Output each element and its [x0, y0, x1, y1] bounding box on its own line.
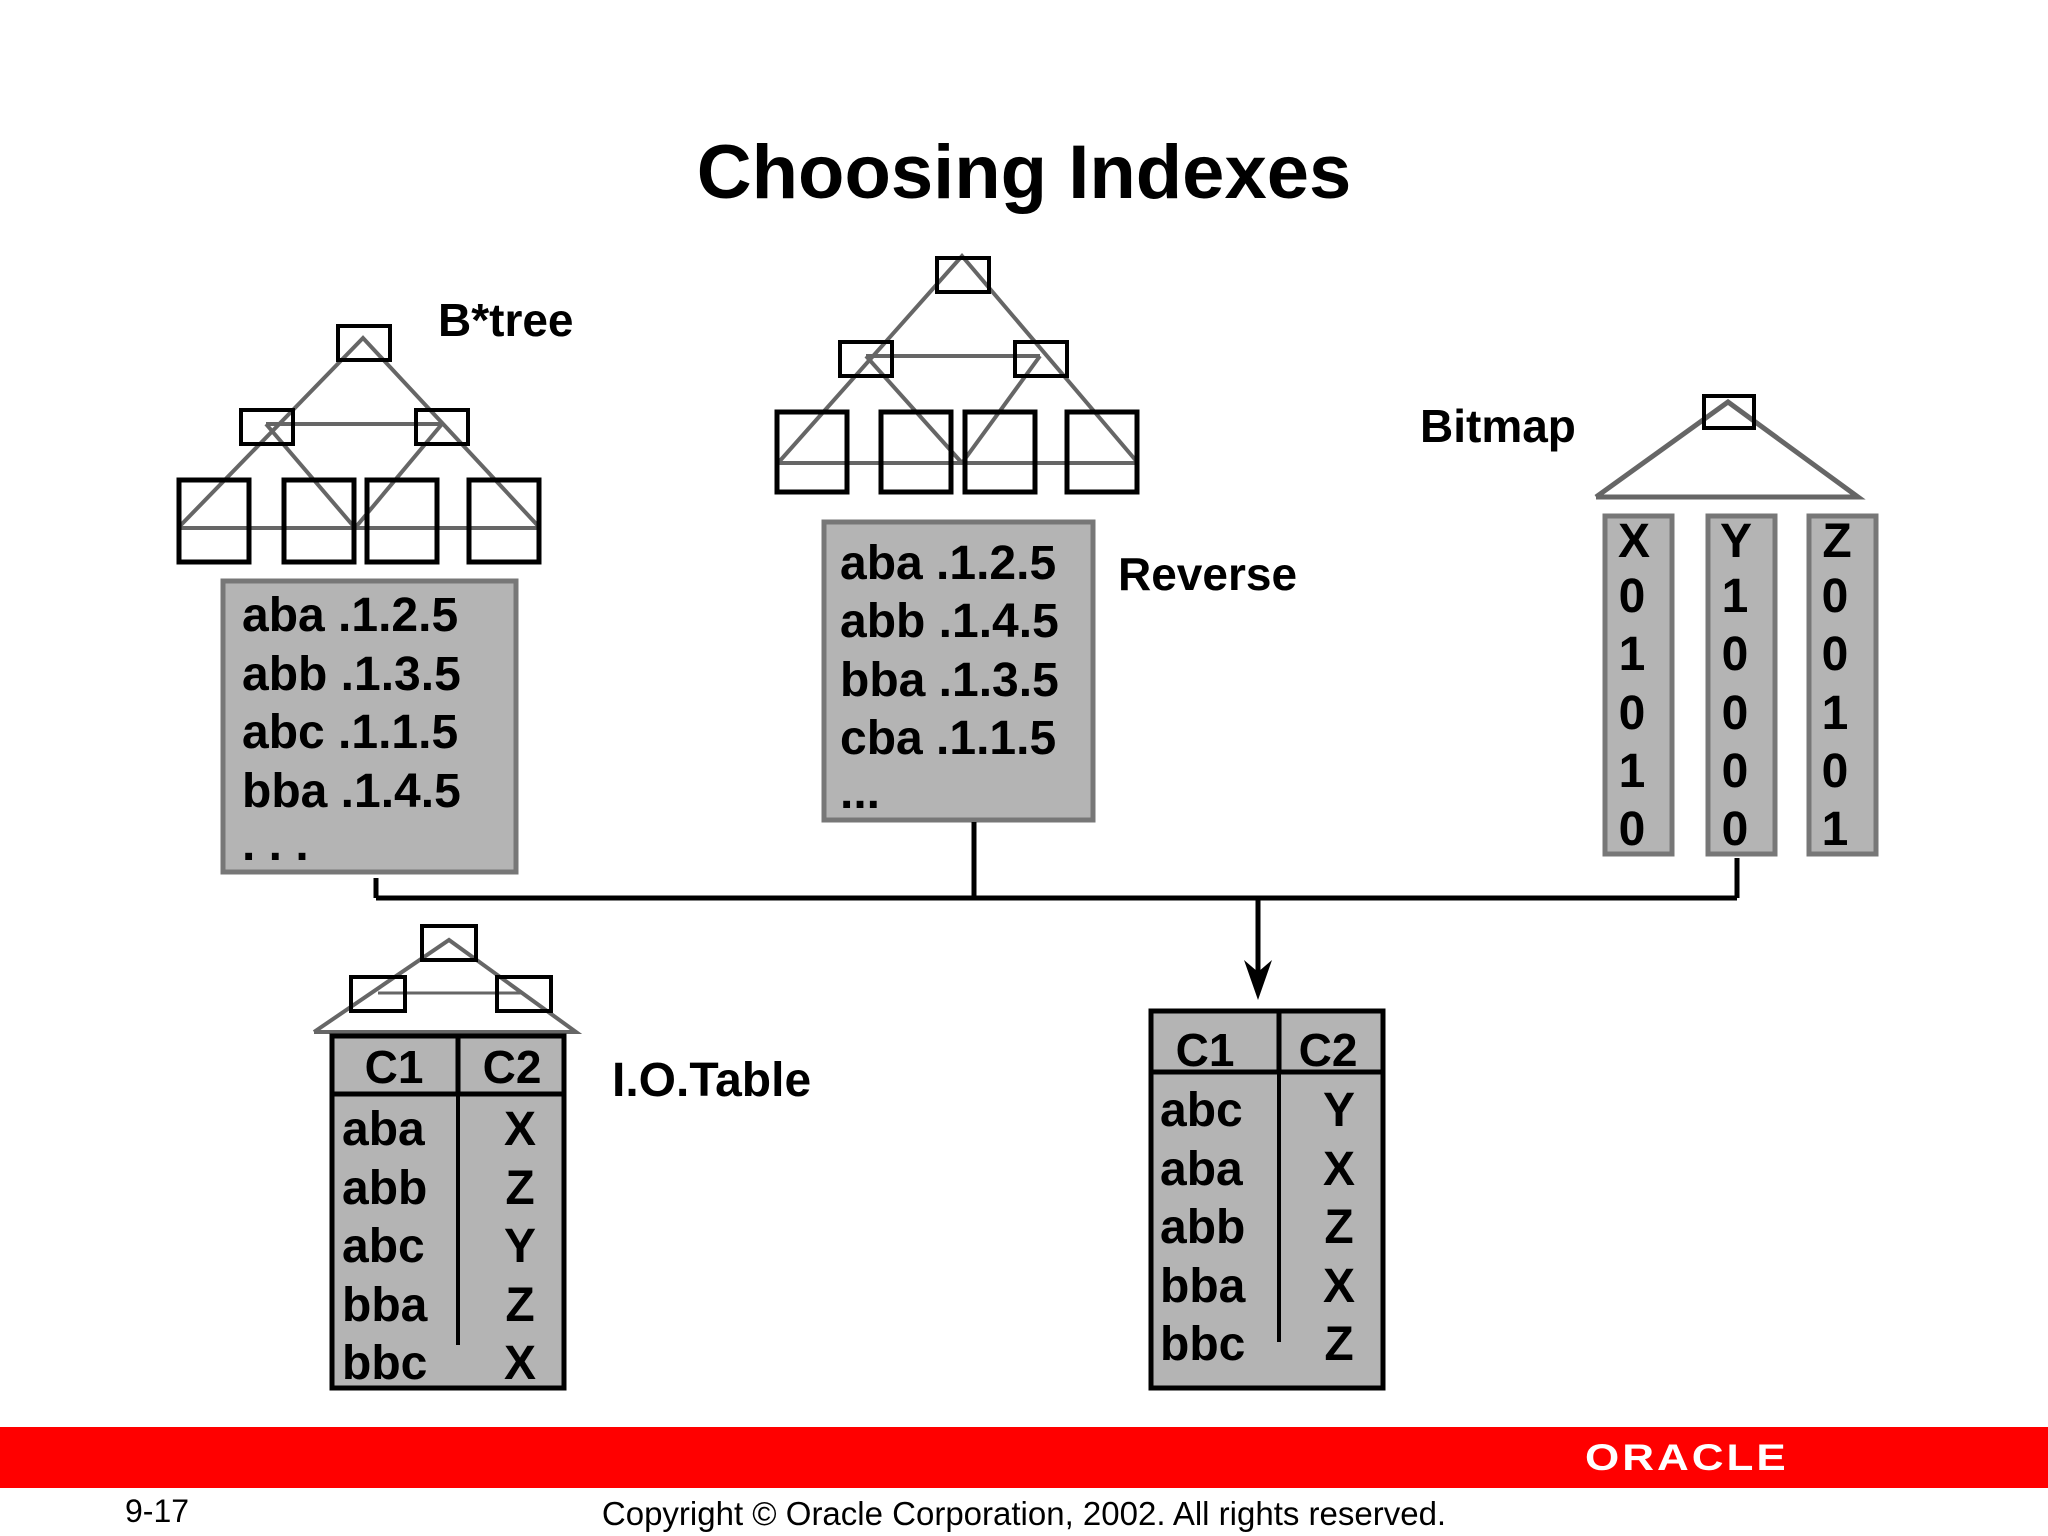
oracle-logo: ORACLE — [1585, 1437, 1789, 1479]
reverse-group: aba .1.2.5 abb .1.4.5 bba .1.3.5 cba .1.… — [774, 252, 1297, 823]
iot-header: C2 — [483, 1041, 542, 1093]
table-row-value: X — [1323, 1260, 1355, 1313]
reverse-entry: cba .1.1.5 — [840, 712, 1056, 765]
table-row-key: abc — [1160, 1084, 1243, 1137]
iot-tree-icon — [312, 924, 583, 1034]
btree-group: B*tree aba .1.2.5 abb .1.3.5 abc .1.1.5 … — [176, 294, 574, 875]
iot-row-key: abc — [342, 1220, 425, 1273]
slide-title: Choosing Indexes — [697, 130, 1352, 215]
table-header: C2 — [1299, 1024, 1358, 1076]
bitmap-bit: 1 — [1619, 745, 1646, 798]
table-header: C1 — [1176, 1024, 1235, 1076]
bitmap-tree-icon — [1594, 394, 1866, 500]
bitmap-bit: 0 — [1822, 628, 1849, 681]
bitmap-bit: 0 — [1722, 745, 1749, 798]
bitmap-key: X — [1618, 515, 1650, 568]
bitmap-bit: 0 — [1722, 687, 1749, 740]
iot-row-key: aba — [342, 1103, 425, 1156]
bitmap-column-z — [1806, 513, 1879, 857]
btree-entry: . . . — [242, 818, 309, 871]
iot-row-value: Z — [505, 1162, 534, 1215]
bitmap-bit: 0 — [1619, 570, 1646, 623]
bitmap-group: Bitmap X 0 1 0 1 0 Y 1 0 0 0 0 Z 0 0 1 0… — [1420, 394, 1879, 857]
bitmap-bit: 0 — [1619, 687, 1646, 740]
bitmap-bit: 0 — [1822, 570, 1849, 623]
reverse-entry: bba .1.3.5 — [840, 654, 1059, 707]
btree-entry: aba .1.2.5 — [242, 589, 458, 642]
bitmap-bit: 0 — [1722, 628, 1749, 681]
connector-lines — [373, 822, 1740, 982]
iot-row-key: bba — [342, 1279, 428, 1332]
footer-bar — [0, 1427, 2048, 1488]
reverse-leaf-box — [821, 519, 1096, 823]
iot-row-key: abb — [342, 1162, 427, 1215]
bitmap-column-x — [1602, 513, 1675, 857]
table-row-key: aba — [1160, 1143, 1243, 1196]
copyright-notice: Copyright © Oracle Corporation, 2002. Al… — [601, 1495, 1447, 1532]
btree-entry: abc .1.1.5 — [242, 706, 458, 759]
btree-entry: bba .1.4.5 — [242, 765, 461, 818]
table-row-key: abb — [1160, 1201, 1245, 1254]
bitmap-key: Y — [1720, 515, 1752, 568]
bitmap-key: Z — [1822, 515, 1851, 568]
table-row-value: Z — [1324, 1201, 1353, 1254]
bitmap-label: Bitmap — [1420, 400, 1576, 452]
table-row-value: X — [1323, 1143, 1355, 1196]
table-row-key: bba — [1160, 1260, 1246, 1313]
table-row-key: bbc — [1160, 1318, 1245, 1371]
iot-row-value: Z — [505, 1279, 534, 1332]
bitmap-bit: 1 — [1822, 687, 1849, 740]
iot-row-value: X — [504, 1103, 536, 1156]
table-row-value: Z — [1324, 1318, 1353, 1371]
bitmap-bit: 1 — [1722, 570, 1749, 623]
bitmap-bit: 0 — [1619, 803, 1646, 856]
btree-label: B*tree — [438, 294, 574, 346]
iot-row-key: bbc — [342, 1337, 427, 1390]
reverse-entry: abb .1.4.5 — [840, 595, 1059, 648]
bitmap-column-y — [1705, 513, 1778, 857]
table-group: C1 C2 abc Y aba X abb Z bba X bbc Z — [1148, 1008, 1386, 1391]
reverse-tree-icon — [774, 252, 1140, 495]
bitmap-bit: 1 — [1619, 628, 1646, 681]
reverse-label: Reverse — [1118, 548, 1297, 600]
slide-number: 9-17 — [125, 1493, 190, 1529]
btree-entry: abb .1.3.5 — [242, 648, 461, 701]
iot-header: C1 — [365, 1041, 424, 1093]
arrow-head-icon — [1244, 960, 1272, 1000]
bitmap-bit: 0 — [1822, 745, 1849, 798]
iot-row-value: X — [504, 1337, 536, 1390]
table-row-value: Y — [1323, 1084, 1355, 1137]
reverse-entry: aba .1.2.5 — [840, 537, 1056, 590]
bitmap-bit: 1 — [1822, 803, 1849, 856]
iot-row-value: Y — [504, 1220, 536, 1273]
btree-tree-icon — [176, 324, 542, 565]
btree-leaf-box — [220, 578, 519, 875]
iot-group: C1 C2 aba X abb Z abc Y bba Z bbc X I.O.… — [312, 924, 811, 1391]
bitmap-bit: 0 — [1722, 803, 1749, 856]
iot-label: I.O.Table — [612, 1054, 811, 1107]
reverse-entry: ... — [840, 766, 880, 819]
